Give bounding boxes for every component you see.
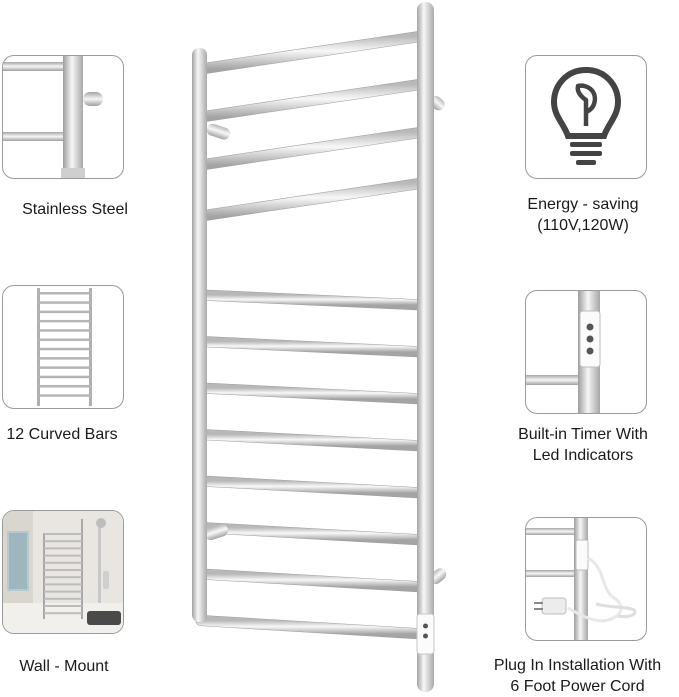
caption-wall-mount: Wall - Mount bbox=[0, 656, 128, 677]
thumbnail-bar bbox=[44, 597, 82, 600]
thumbnail-bar bbox=[38, 366, 91, 369]
caption-built-in-timer: Built-in Timer With Led Indicators bbox=[488, 424, 678, 466]
built-in-timer-thumbnail bbox=[525, 290, 647, 414]
thumbnail-bar bbox=[38, 375, 91, 379]
thumbnail-bar bbox=[38, 292, 91, 295]
thumbnail-bar bbox=[44, 612, 82, 615]
towel-bar bbox=[196, 569, 428, 592]
thumbnail-bar bbox=[44, 583, 82, 586]
towel-bar bbox=[196, 290, 428, 310]
caption-line: (110V,120W) bbox=[537, 217, 629, 234]
thumbnail-bar bbox=[38, 329, 91, 332]
right-side-post bbox=[417, 2, 434, 692]
caption-stainless-steel: Stainless Steel bbox=[0, 199, 150, 220]
timer-button-icon bbox=[423, 633, 428, 639]
thumbnail-bar bbox=[38, 338, 91, 341]
thumbnail-bar bbox=[44, 590, 82, 593]
thumbnail-bar bbox=[38, 357, 91, 360]
stainless-steel-thumbnail bbox=[2, 55, 124, 179]
thumbnail-bar bbox=[38, 310, 91, 314]
caption-line: Built-in Timer With bbox=[518, 426, 648, 443]
timer-panel-photo-icon bbox=[526, 291, 601, 413]
thumbnail-bar bbox=[44, 569, 82, 571]
wall-mount-bracket bbox=[206, 123, 231, 140]
caption-line: Wall - Mount bbox=[19, 658, 109, 675]
caption-energy-saving: Energy - saving (110V,120W) bbox=[502, 194, 664, 236]
towel-warmer-product-photo bbox=[192, 2, 447, 692]
caption-curved-bars: 12 Curved Bars bbox=[0, 424, 124, 445]
thumbnail-bar bbox=[44, 561, 82, 564]
caption-line: Plug In Installation With bbox=[493, 657, 662, 674]
caption-line: 12 Curved Bars bbox=[6, 426, 118, 443]
towel-bar bbox=[196, 383, 428, 404]
towel-bar bbox=[196, 615, 428, 639]
thumbnail-bar bbox=[44, 540, 82, 543]
curved-bars-photo-icon bbox=[37, 288, 92, 406]
curved-bars-thumbnail bbox=[2, 285, 124, 409]
thumbnail-bar bbox=[38, 347, 91, 351]
thumbnail-bar bbox=[44, 554, 82, 557]
steel-rack-photo-icon bbox=[3, 56, 103, 178]
thumbnail-bar bbox=[44, 605, 82, 607]
towel-bar bbox=[196, 522, 428, 545]
bathroom-photo-icon bbox=[3, 511, 123, 633]
wall-mount-bracket bbox=[204, 524, 229, 541]
wall-mount-thumbnail bbox=[2, 510, 124, 634]
power-button-icon bbox=[423, 623, 428, 629]
thumbnail-bar bbox=[44, 576, 82, 579]
thumbnail-bar bbox=[38, 385, 91, 388]
power-plug-photo-icon bbox=[526, 518, 637, 640]
towel-bars bbox=[195, 30, 429, 640]
thumbnail-bar bbox=[38, 319, 91, 323]
left-side-post bbox=[192, 48, 207, 622]
energy-saving-thumbnail bbox=[525, 55, 647, 179]
towel-bar bbox=[196, 336, 428, 357]
towel-bar bbox=[196, 429, 428, 451]
towel-bar bbox=[196, 31, 428, 74]
thumbnail-bar bbox=[44, 533, 82, 535]
towel-bar bbox=[196, 79, 428, 122]
lightbulb-leaf-icon bbox=[550, 66, 622, 165]
thumbnail-bar bbox=[38, 301, 91, 304]
plug-in-thumbnail bbox=[525, 517, 647, 641]
caption-line: Stainless Steel bbox=[22, 201, 128, 218]
caption-line: 6 Foot Power Cord bbox=[510, 678, 645, 695]
caption-line: Energy - saving bbox=[527, 196, 639, 213]
thumbnail-bar bbox=[44, 547, 82, 550]
caption-line: Led Indicators bbox=[532, 447, 634, 464]
thumbnail-bar bbox=[38, 394, 91, 397]
caption-plug-in: Plug In Installation With 6 Foot Power C… bbox=[476, 655, 679, 697]
towel-bar bbox=[196, 178, 428, 221]
towel-bar bbox=[196, 127, 428, 170]
towel-bar bbox=[196, 476, 428, 498]
